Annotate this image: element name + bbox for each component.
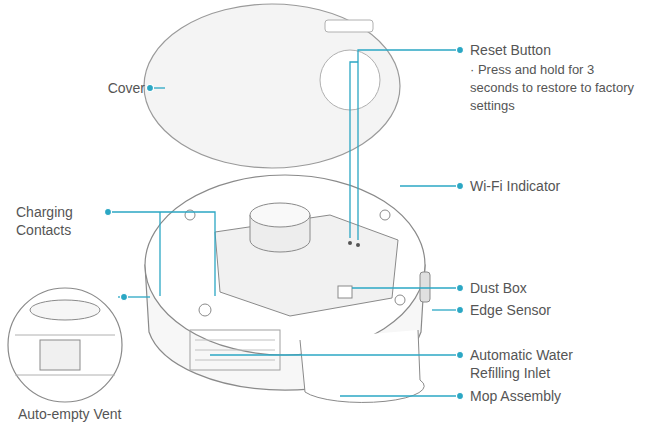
part-label: Cover bbox=[108, 79, 145, 97]
part-label: Edge Sensor bbox=[470, 301, 650, 319]
note-text: · Press and hold for 3 seconds to restor… bbox=[470, 61, 642, 115]
part-label: Auto-empty Vent bbox=[18, 405, 158, 423]
part-label: Mop Assembly bbox=[470, 387, 650, 405]
part-label: Dust Box bbox=[470, 279, 650, 297]
part-label: Automatic Water Refilling Inlet bbox=[470, 346, 620, 382]
part-label: Charging Contacts bbox=[16, 203, 104, 239]
part-label: Reset Button bbox=[470, 41, 650, 59]
part-label: Wi-Fi Indicator bbox=[470, 177, 650, 195]
